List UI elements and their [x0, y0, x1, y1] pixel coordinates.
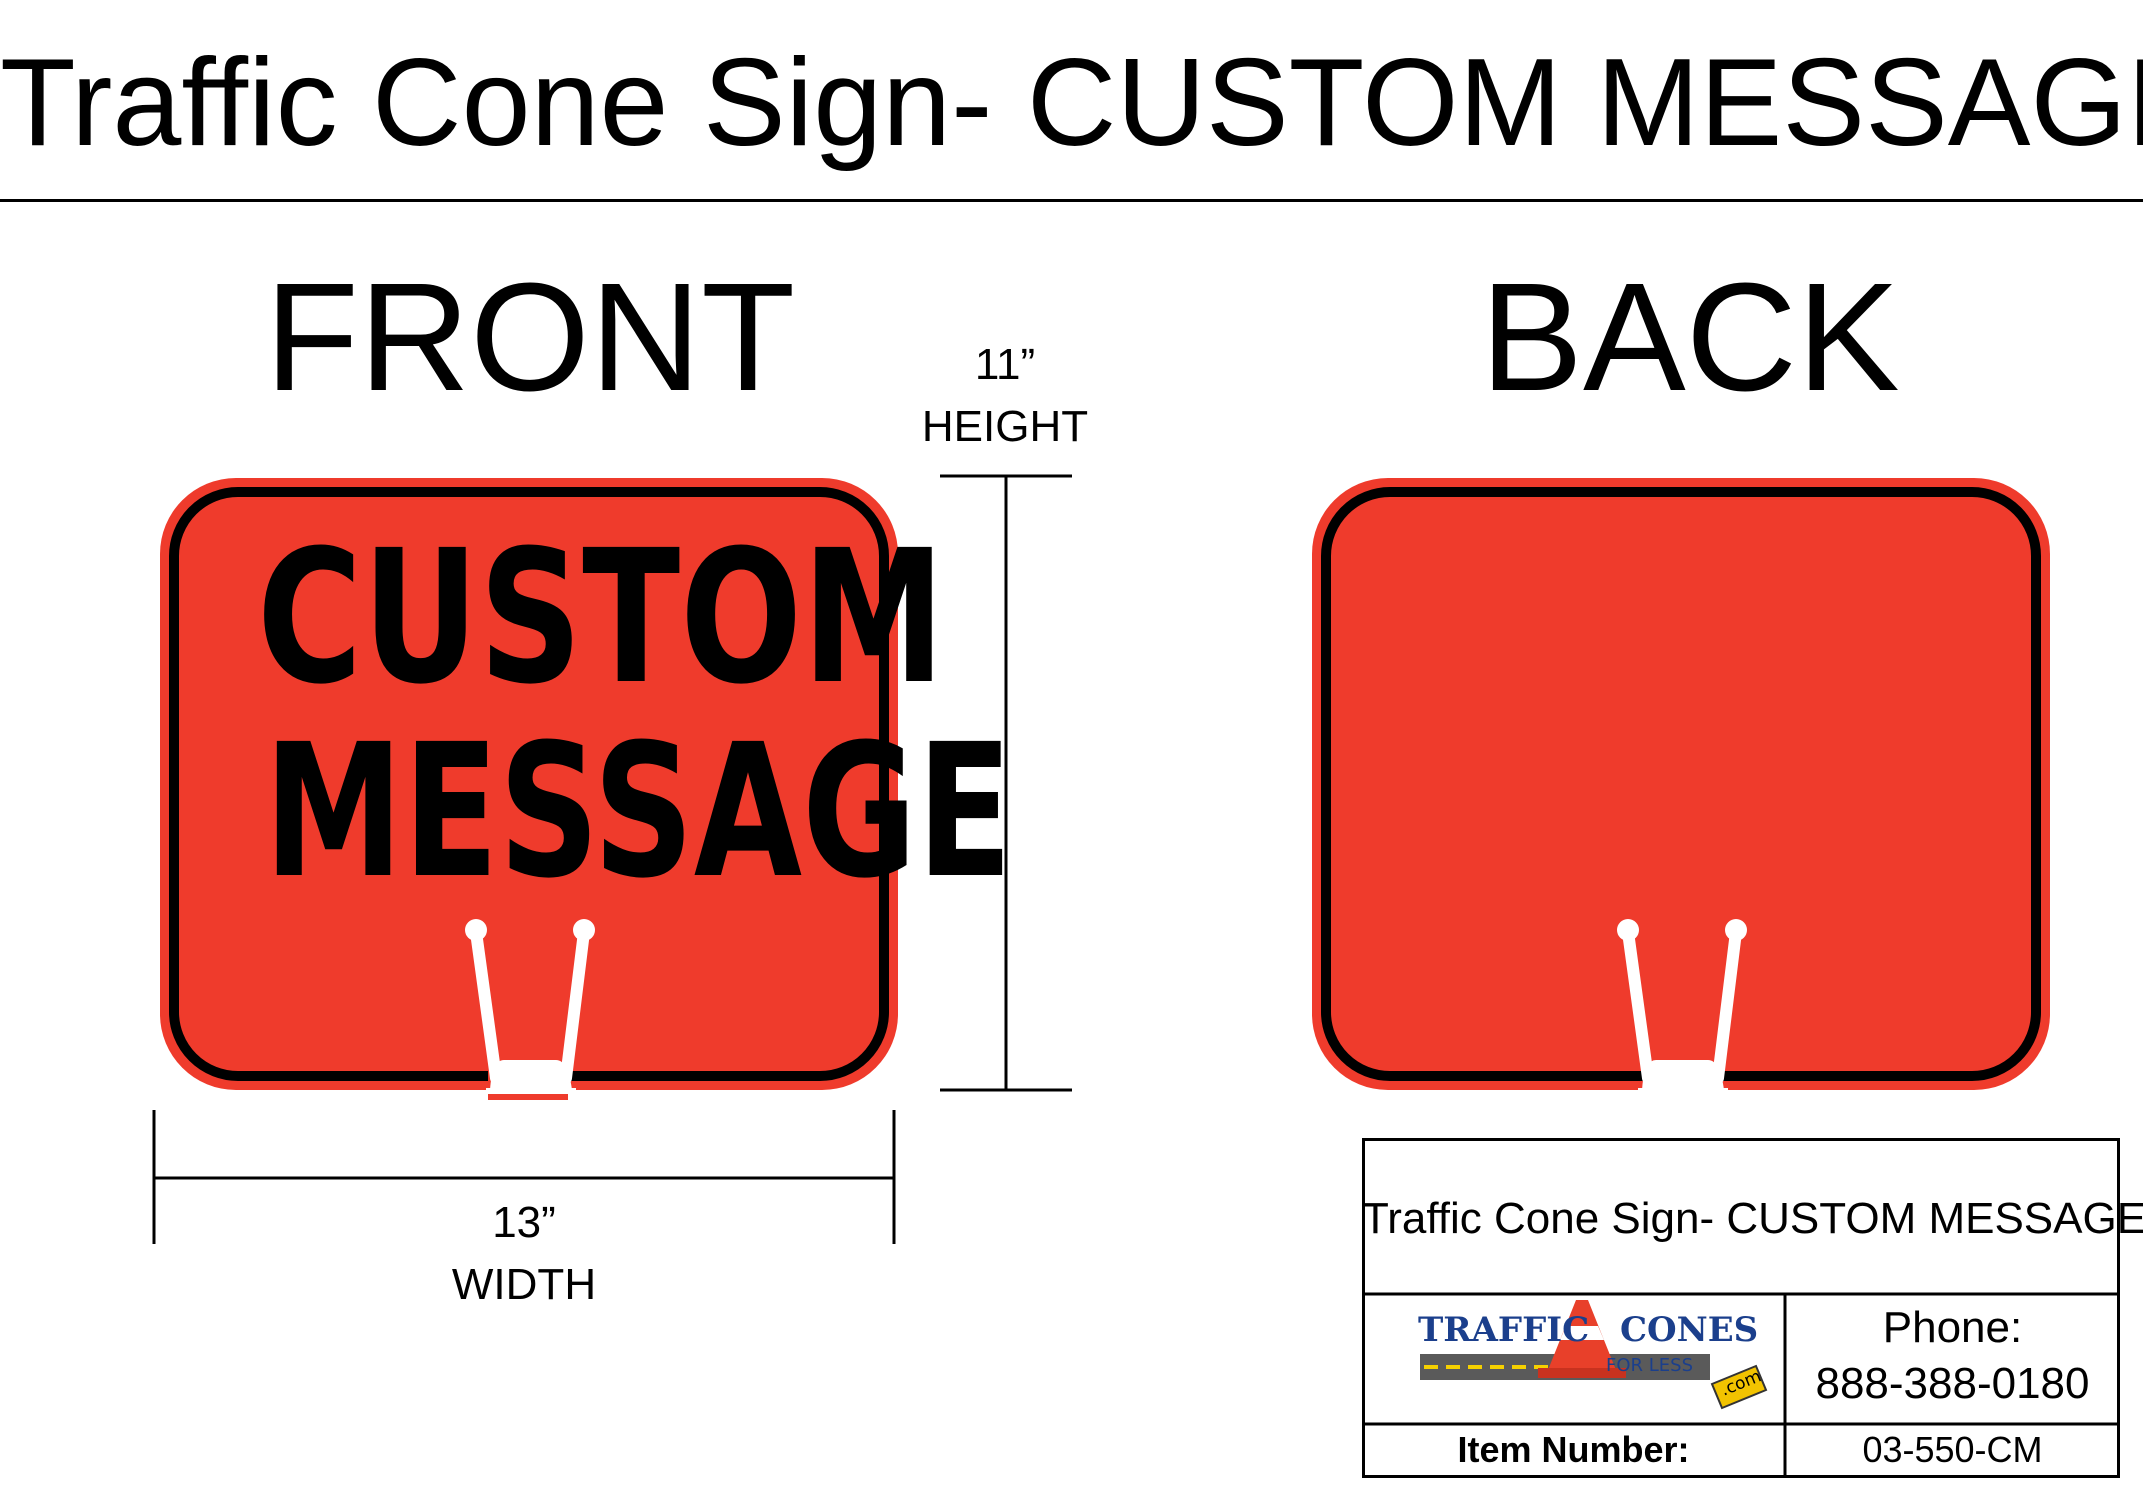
traffic-cone-icon: [1420, 1300, 1768, 1410]
title-divider: [0, 199, 2143, 202]
title-block-grid: [1362, 1292, 2120, 1478]
phone-number: 888-388-0180: [1815, 1359, 2090, 1408]
back-label: BACK: [1480, 251, 1900, 423]
item-number-label: Item Number:: [1457, 1429, 1690, 1470]
front-label: FRONT: [264, 251, 796, 423]
front-sign-body: [160, 478, 898, 1090]
sign-message-line1: CUSTOM: [257, 511, 945, 725]
front-cone-slot: [465, 919, 595, 1100]
title-block-product-name: Traffic Cone Sign- CUSTOM MESSAGE: [1362, 1194, 2143, 1243]
item-number-value: 03-550-CM: [1862, 1429, 2043, 1470]
logo-for-less: FOR LESS: [1606, 1355, 1694, 1376]
title-block: [1362, 1138, 2120, 1478]
back-sign-body: [1312, 478, 2050, 1090]
width-dimension-line: [152, 1110, 896, 1244]
width-label: WIDTH: [451, 1260, 597, 1309]
sign-message-line2: MESSAGE: [264, 705, 1013, 919]
back-sign: [1312, 478, 2050, 1094]
front-sign: [160, 478, 898, 1100]
logo-word-cones: CONES: [1620, 1310, 1759, 1350]
height-dimension-line: [940, 474, 1072, 1092]
phone-label: Phone:: [1882, 1303, 2023, 1352]
height-value: 11”: [974, 340, 1036, 389]
height-label: HEIGHT: [921, 402, 1089, 451]
width-value: 13”: [492, 1198, 556, 1247]
logo-word-traffic: TRAFFIC: [1418, 1310, 1590, 1350]
page-title: Traffic Cone Sign- CUSTOM MESSAGE: [0, 34, 2143, 172]
back-cone-slot: [1617, 919, 1747, 1094]
